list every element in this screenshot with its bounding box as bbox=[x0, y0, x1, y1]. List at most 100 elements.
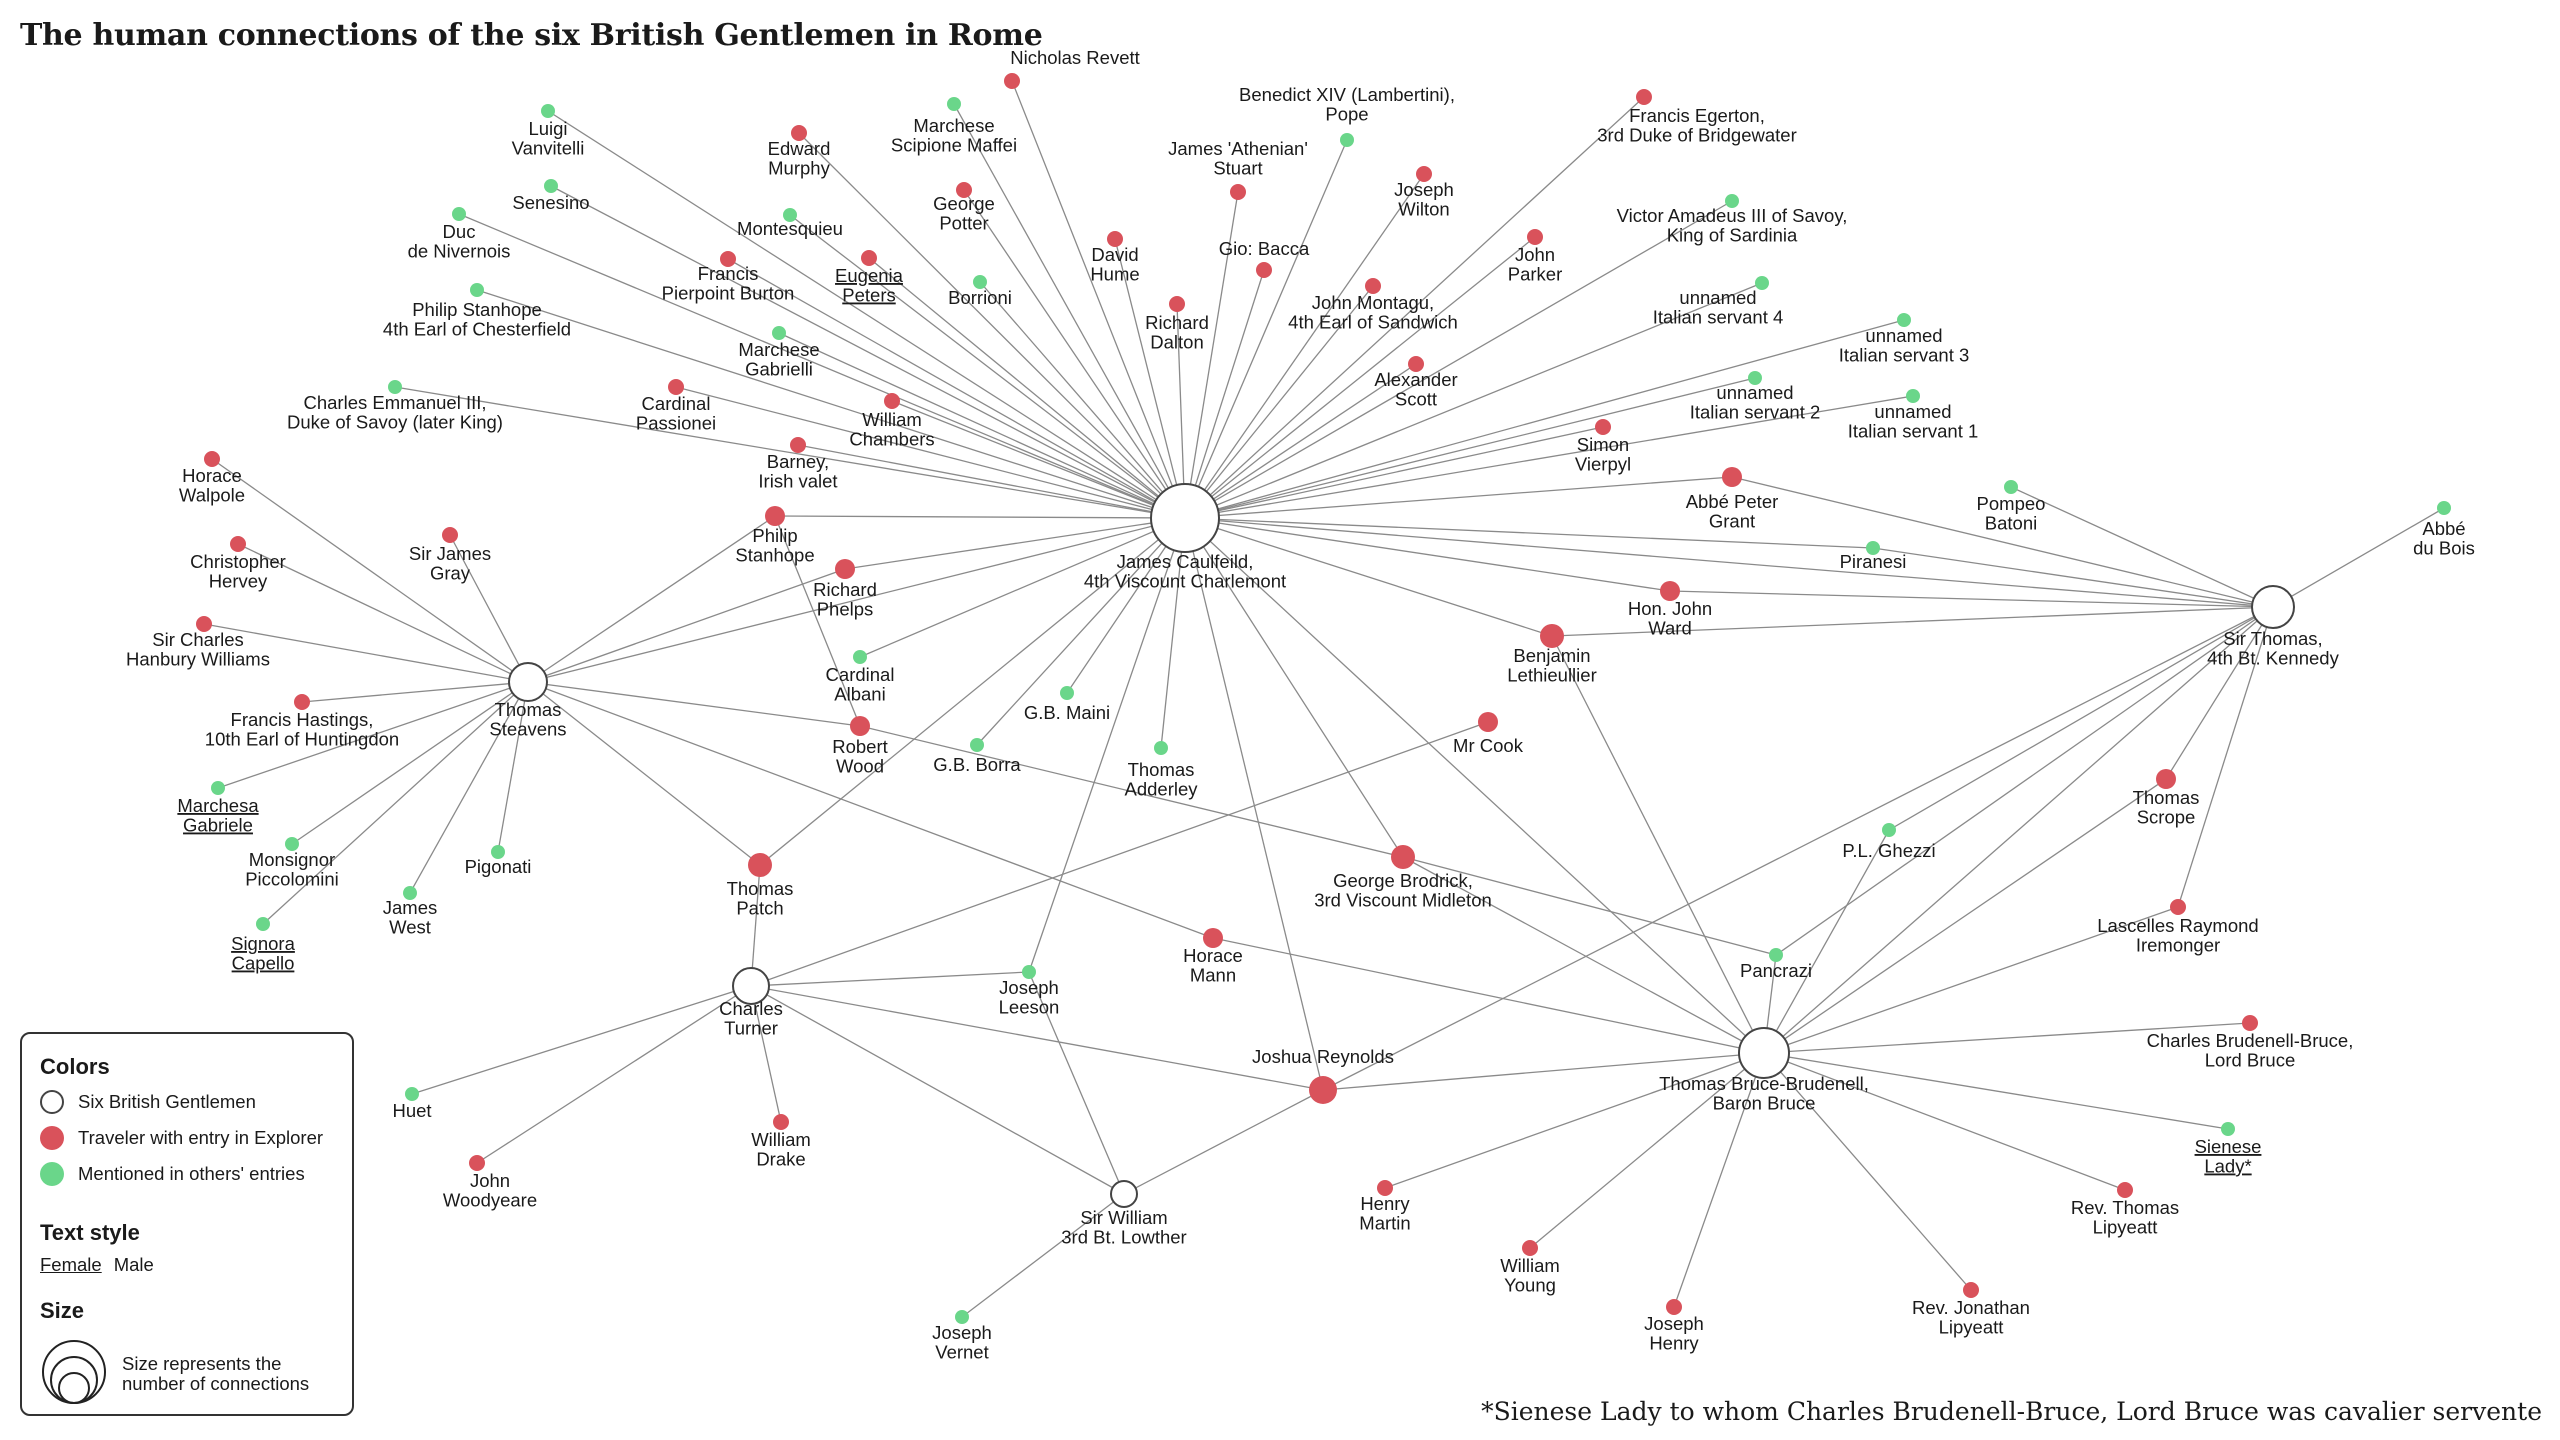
node-parker[interactable] bbox=[1527, 229, 1543, 245]
node-charlemont[interactable] bbox=[1150, 483, 1220, 553]
node-lipyeatt_t[interactable] bbox=[2117, 1182, 2133, 1198]
node-eugenia[interactable] bbox=[861, 250, 877, 266]
node-senesino[interactable] bbox=[544, 179, 558, 193]
node-young[interactable] bbox=[1522, 1240, 1538, 1256]
edge-lowther-vernet bbox=[961, 1193, 1125, 1318]
node-patch[interactable] bbox=[748, 853, 772, 877]
node-murphy[interactable] bbox=[791, 125, 807, 141]
node-charles_bruce[interactable] bbox=[2242, 1015, 2258, 1031]
node-unnamed1[interactable] bbox=[1906, 389, 1920, 403]
node-turner[interactable] bbox=[732, 967, 770, 1005]
edge-turner-patch bbox=[750, 864, 761, 987]
node-lipyeatt_j[interactable] bbox=[1963, 1282, 1979, 1298]
node-piccolomini[interactable] bbox=[285, 837, 299, 851]
node-piranesi[interactable] bbox=[1866, 541, 1880, 555]
node-borra[interactable] bbox=[970, 738, 984, 752]
node-stanhope_ch[interactable] bbox=[470, 283, 484, 297]
node-huntingdon[interactable] bbox=[294, 694, 310, 710]
node-walpole[interactable] bbox=[204, 451, 220, 467]
node-lowther[interactable] bbox=[1110, 1180, 1138, 1208]
node-batoni[interactable] bbox=[2004, 480, 2018, 494]
node-phelps[interactable] bbox=[835, 559, 855, 579]
node-bruce[interactable] bbox=[1738, 1027, 1790, 1079]
node-montesquieu[interactable] bbox=[783, 208, 797, 222]
edge-charlemont-lethieullier bbox=[1184, 517, 1553, 637]
node-drake[interactable] bbox=[773, 1114, 789, 1130]
node-pancrazi[interactable] bbox=[1769, 948, 1783, 962]
node-unnamed4[interactable] bbox=[1755, 276, 1769, 290]
node-maffei[interactable] bbox=[947, 97, 961, 111]
node-wilton[interactable] bbox=[1416, 166, 1432, 182]
node-borrioni[interactable] bbox=[973, 275, 987, 289]
node-huet[interactable] bbox=[405, 1087, 419, 1101]
node-henry[interactable] bbox=[1666, 1299, 1682, 1315]
node-vierpyl[interactable] bbox=[1595, 419, 1611, 435]
edge-charlemont-stuart bbox=[1184, 191, 1239, 519]
node-dubois[interactable] bbox=[2437, 501, 2451, 515]
node-hervey[interactable] bbox=[230, 536, 246, 552]
node-wood[interactable] bbox=[850, 716, 870, 736]
node-barney[interactable] bbox=[790, 437, 806, 453]
node-leeson[interactable] bbox=[1022, 965, 1036, 979]
node-albani[interactable] bbox=[853, 650, 867, 664]
node-victor[interactable] bbox=[1725, 194, 1739, 208]
node-pigonati[interactable] bbox=[491, 845, 505, 859]
node-dalton[interactable] bbox=[1169, 296, 1185, 312]
node-burton[interactable] bbox=[720, 251, 736, 267]
node-nivernois[interactable] bbox=[452, 207, 466, 221]
label-huet: Huet bbox=[392, 1100, 431, 1121]
node-ghezzi[interactable] bbox=[1882, 823, 1896, 837]
node-philip_stanhope[interactable] bbox=[765, 506, 785, 526]
node-capello[interactable] bbox=[256, 917, 270, 931]
node-emmanuel[interactable] bbox=[388, 380, 402, 394]
node-chambers[interactable] bbox=[884, 393, 900, 409]
node-reynolds[interactable] bbox=[1309, 1076, 1337, 1104]
node-egerton[interactable] bbox=[1636, 89, 1652, 105]
node-revett[interactable] bbox=[1004, 73, 1020, 89]
node-gray[interactable] bbox=[442, 527, 458, 543]
node-benedict[interactable] bbox=[1340, 133, 1354, 147]
node-montagu[interactable] bbox=[1365, 278, 1381, 294]
node-marchesa[interactable] bbox=[211, 781, 225, 795]
node-passionei[interactable] bbox=[668, 379, 684, 395]
node-steavens[interactable] bbox=[508, 662, 548, 702]
edge-bruce-iremonger bbox=[1763, 906, 2179, 1054]
node-grant[interactable] bbox=[1722, 467, 1742, 487]
node-hume[interactable] bbox=[1107, 231, 1123, 247]
node-ward[interactable] bbox=[1660, 581, 1680, 601]
edge-turner-leeson bbox=[750, 971, 1030, 987]
node-vanvitelli[interactable] bbox=[541, 104, 555, 118]
node-gabrielli[interactable] bbox=[772, 326, 786, 340]
node-west[interactable] bbox=[403, 886, 417, 900]
node-scrope[interactable] bbox=[2156, 769, 2176, 789]
edge-philip_stanhope-wood bbox=[774, 515, 861, 727]
node-sienese[interactable] bbox=[2221, 1122, 2235, 1136]
node-adderley[interactable] bbox=[1154, 741, 1168, 755]
node-mann[interactable] bbox=[1203, 928, 1223, 948]
node-stuart[interactable] bbox=[1230, 184, 1246, 200]
node-potter[interactable] bbox=[956, 182, 972, 198]
node-iremonger[interactable] bbox=[2170, 899, 2186, 915]
node-williams[interactable] bbox=[196, 616, 212, 632]
node-martin[interactable] bbox=[1377, 1180, 1393, 1196]
node-bacca[interactable] bbox=[1256, 262, 1272, 278]
node-maini[interactable] bbox=[1060, 686, 1074, 700]
node-kennedy[interactable] bbox=[2251, 585, 2295, 629]
node-woodyeare[interactable] bbox=[469, 1155, 485, 1171]
node-lethieullier[interactable] bbox=[1540, 624, 1564, 648]
node-scott[interactable] bbox=[1408, 356, 1424, 372]
node-mrcook[interactable] bbox=[1478, 712, 1498, 732]
node-unnamed3[interactable] bbox=[1897, 313, 1911, 327]
node-unnamed2[interactable] bbox=[1748, 371, 1762, 385]
edge-charlemont-unnamed1 bbox=[1184, 395, 1914, 519]
node-vernet[interactable] bbox=[955, 1310, 969, 1324]
label-revett: Nicholas Revett bbox=[1010, 47, 1140, 68]
node-brodrick[interactable] bbox=[1391, 845, 1415, 869]
label-pigonati: Pigonati bbox=[465, 856, 532, 877]
